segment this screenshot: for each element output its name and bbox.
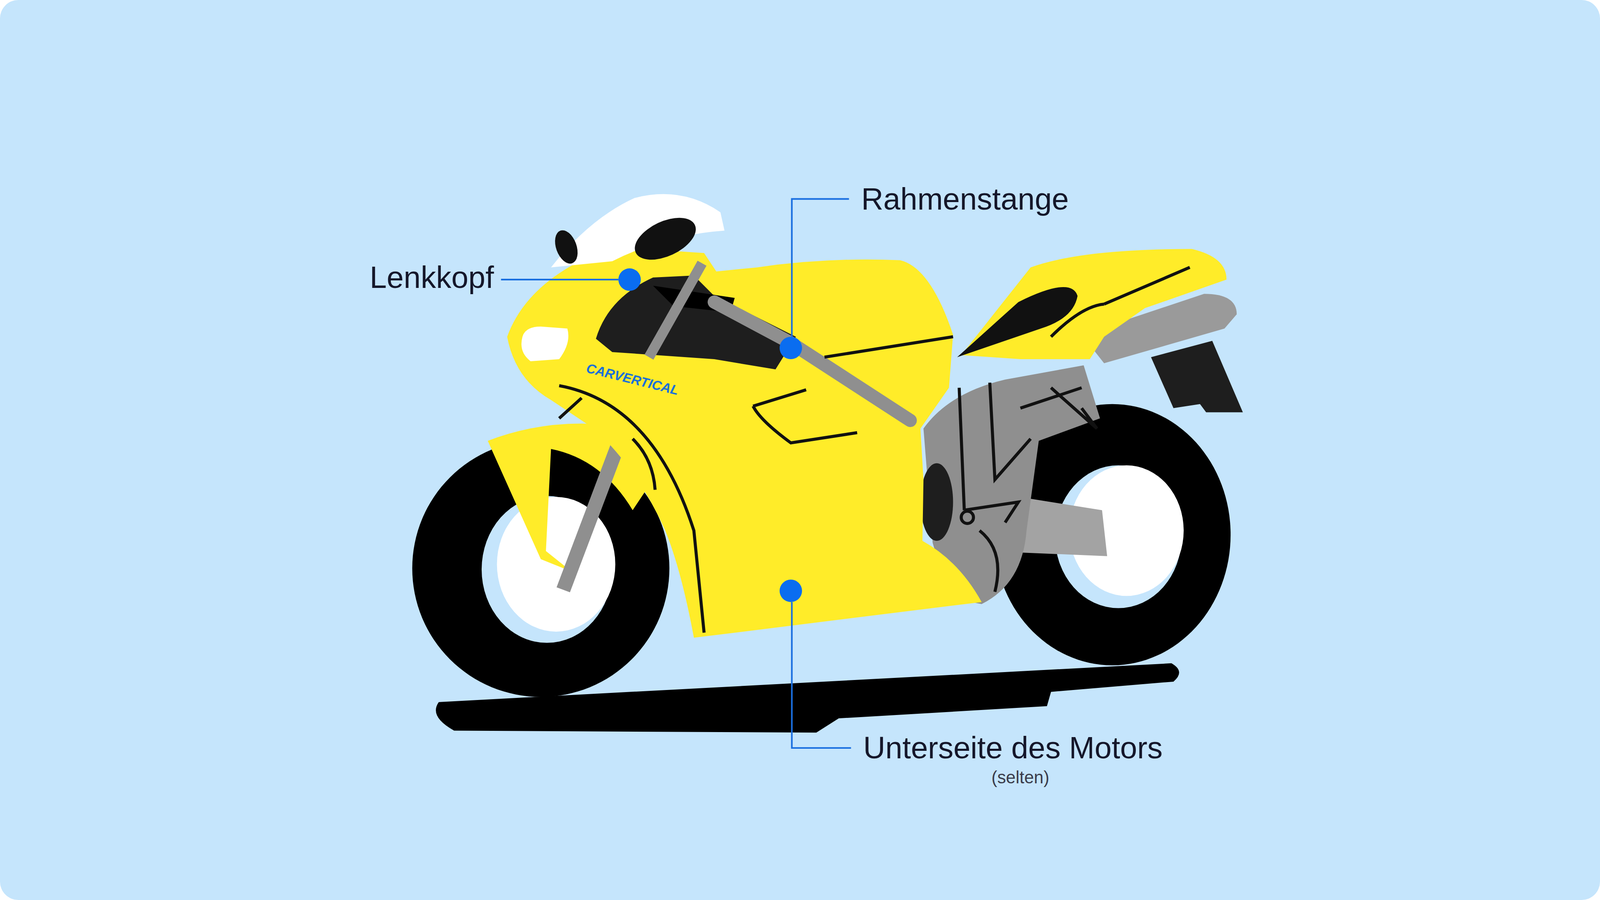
engine-detail [959, 382, 1082, 592]
fairing-line [559, 397, 655, 490]
windshield [550, 194, 725, 268]
rear-shock [1050, 387, 1097, 429]
leader-line [791, 199, 849, 338]
part-label: Lenkkopf [369, 262, 494, 293]
leader-line [500, 278, 619, 281]
callout-leaders [500, 199, 851, 749]
headlight [521, 326, 569, 362]
note-label: (selten) [991, 768, 1050, 787]
engine-shadow [920, 463, 953, 541]
callout-dot [779, 336, 803, 360]
callout-dot [779, 579, 803, 603]
rear-hugger [1150, 340, 1243, 413]
part-label: Rahmenstange [861, 183, 1069, 215]
engine-bolt [961, 511, 974, 524]
mirror [550, 227, 583, 267]
fairing [507, 247, 982, 638]
tail-fairing [961, 249, 1227, 360]
seat [957, 287, 1078, 358]
frame-bar [714, 302, 910, 421]
brand-logo: CARVERTICAL [585, 361, 680, 398]
fairing-line [559, 336, 953, 633]
leader-line [791, 602, 851, 748]
callout-dot [618, 268, 641, 291]
fork-top [649, 263, 703, 358]
mirror [628, 209, 703, 269]
part-label: Unterseite des Motors [863, 732, 1163, 763]
